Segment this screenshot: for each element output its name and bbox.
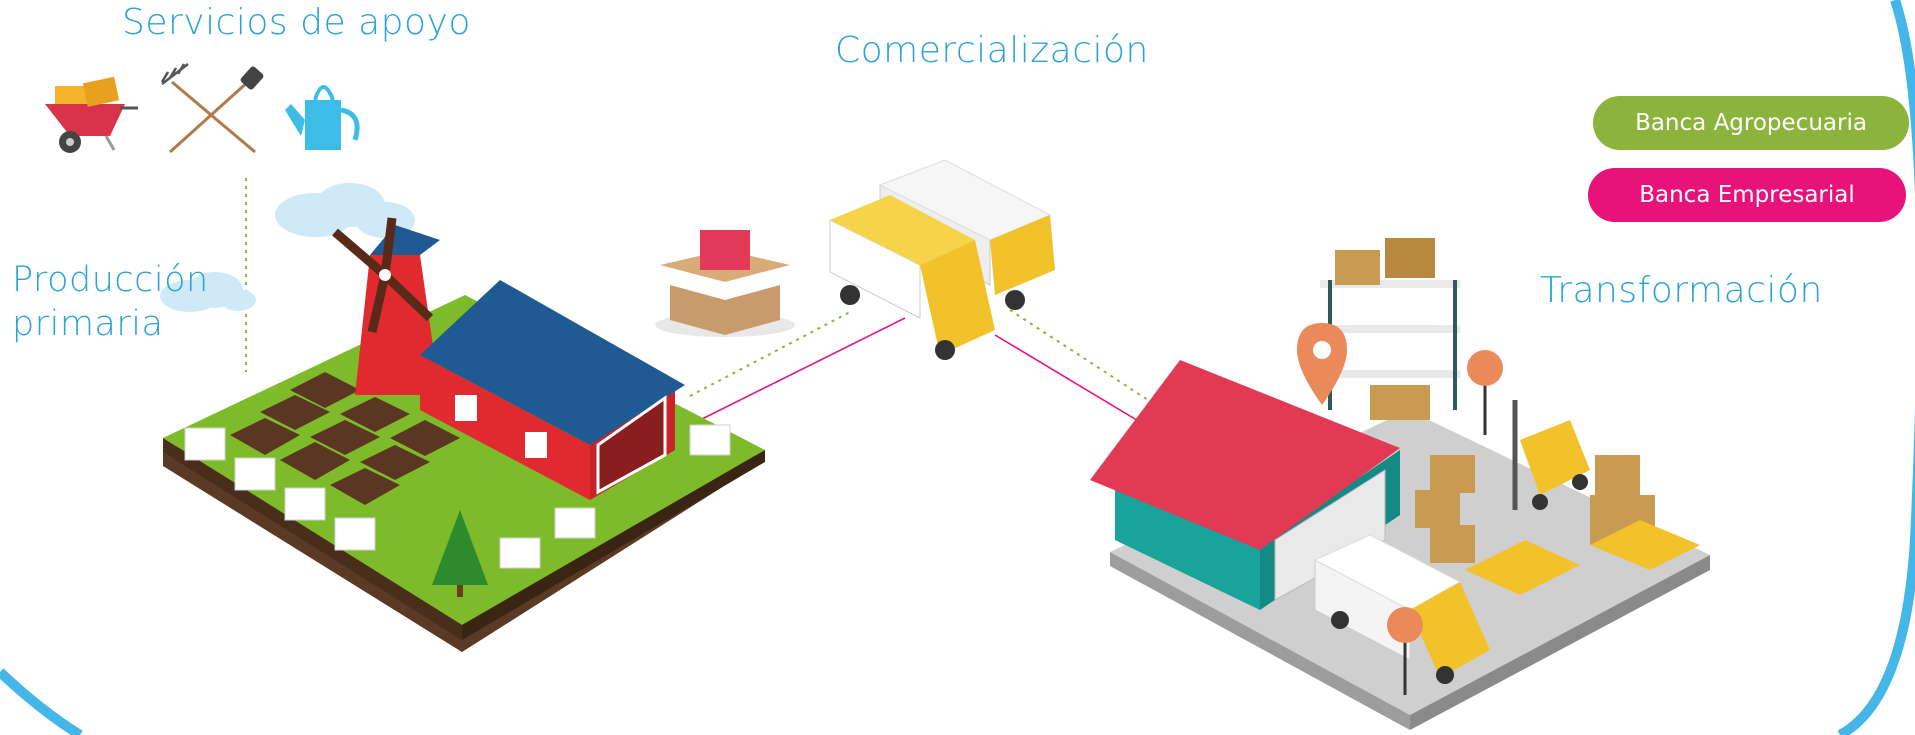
commercialization-label: Comercialización bbox=[835, 30, 1149, 71]
link-farm-truck-pink bbox=[699, 317, 906, 421]
banca-empresarial-badge[interactable]: Banca Empresarial bbox=[1588, 168, 1906, 222]
link-truck-warehouse-green bbox=[1009, 309, 1149, 401]
gift-box-icon bbox=[655, 230, 795, 337]
border-arc-left bbox=[0, 668, 83, 735]
transformation-label: Transformación bbox=[1540, 270, 1823, 311]
cloud-icon bbox=[160, 183, 415, 312]
location-pin-icon bbox=[1297, 323, 1347, 405]
windmill-icon bbox=[332, 217, 440, 395]
box-stack bbox=[1415, 455, 1655, 563]
link-truck-warehouse-pink bbox=[994, 334, 1141, 423]
delivery-truck-icon bbox=[1313, 534, 1490, 684]
delivery-truck-icon bbox=[829, 195, 995, 360]
support-services-label: Servicios de apoyo bbox=[122, 2, 471, 43]
primary-production-label: Producción primaria bbox=[12, 260, 209, 344]
link-farm-truck-green bbox=[689, 311, 851, 397]
banca-agropecuaria-badge[interactable]: Banca Agropecuaria bbox=[1593, 96, 1909, 150]
barn-icon bbox=[420, 280, 685, 500]
wheelbarrow-icon bbox=[45, 76, 138, 153]
forklift-icon bbox=[1512, 400, 1590, 510]
border-arc-right bbox=[1837, 0, 1915, 735]
pallet-icon bbox=[1465, 520, 1700, 595]
watering-can-icon bbox=[285, 85, 360, 150]
shelf-icon bbox=[1320, 238, 1460, 420]
sign-post bbox=[1387, 350, 1503, 695]
pitchfork-shovel-icon bbox=[160, 63, 264, 154]
